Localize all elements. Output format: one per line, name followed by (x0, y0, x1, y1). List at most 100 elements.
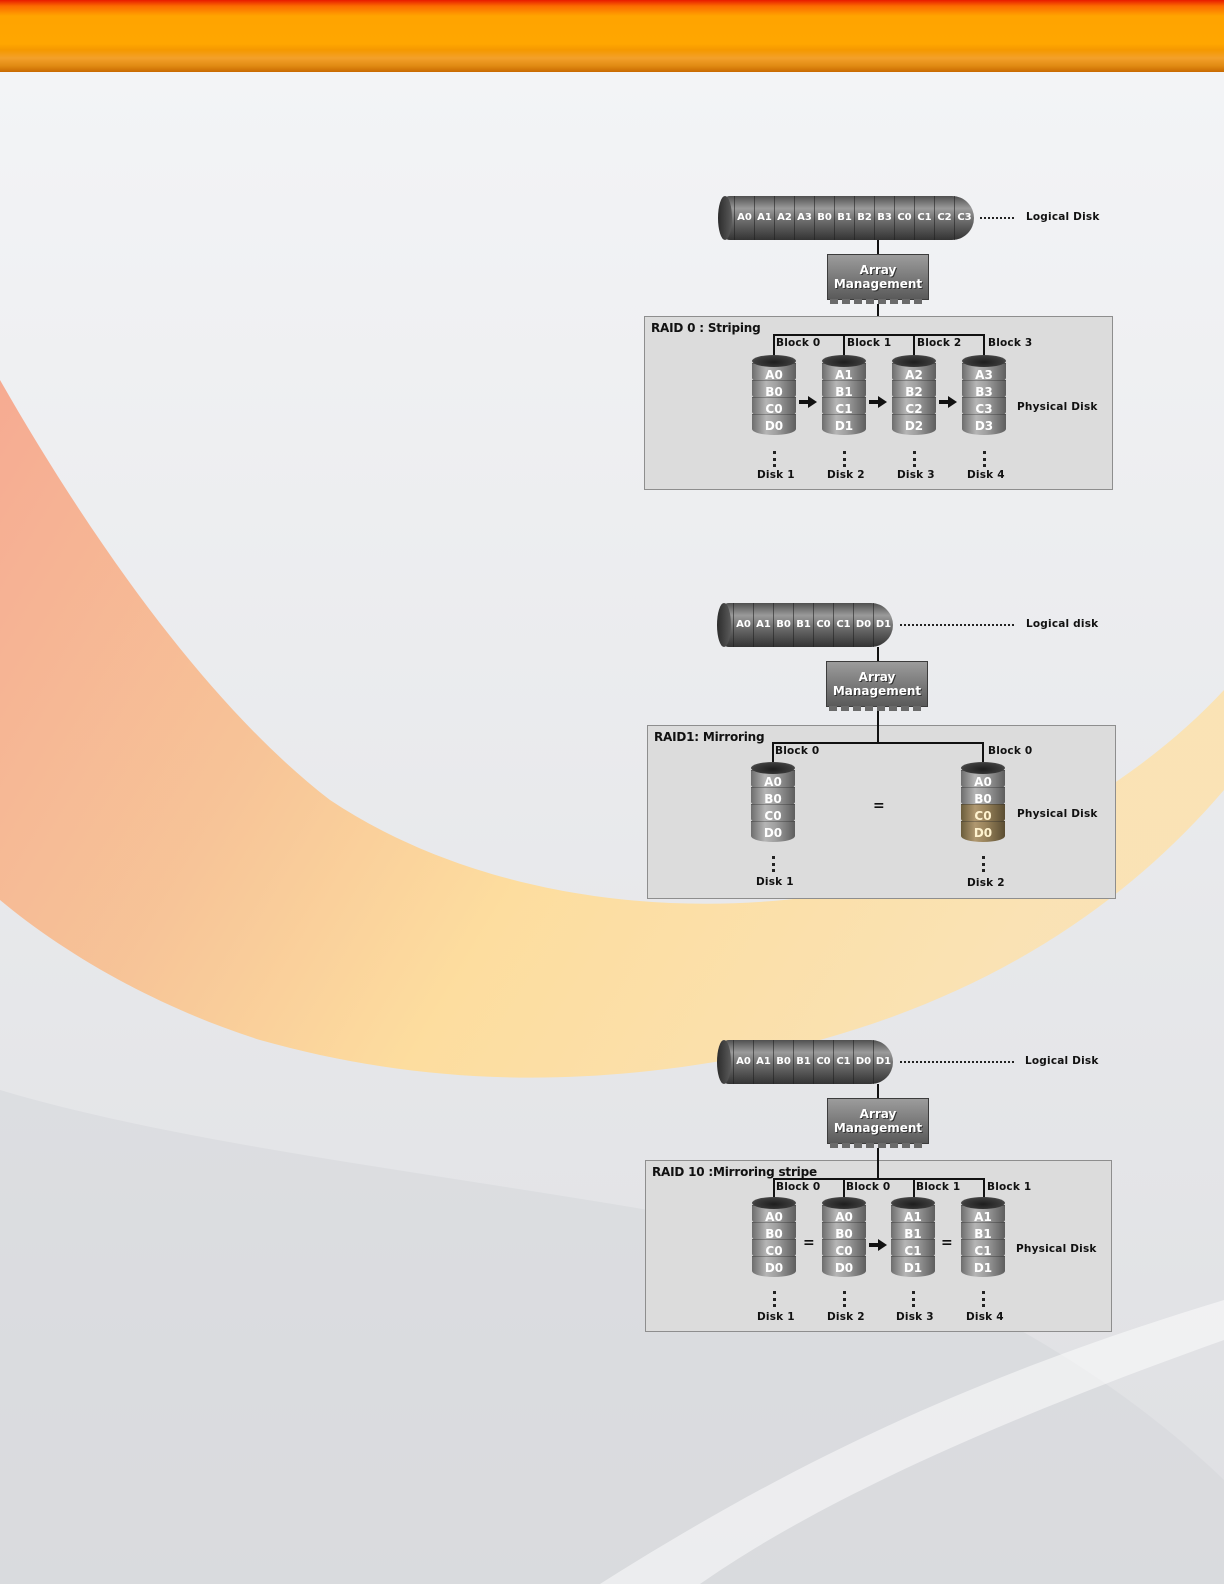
raid10-disk-4-name: Disk 4 (966, 1311, 1004, 1323)
raid10-equals-2: = (941, 1235, 953, 1251)
raid0-array-pins (830, 299, 926, 304)
raid10-block-1: Block 0 (776, 1181, 821, 1193)
disk-platter: D0 (752, 414, 796, 435)
raid1-drop-1 (772, 742, 774, 762)
disk-top (961, 762, 1005, 774)
disk-platter: C1 (822, 397, 866, 418)
raid1-physical-label: Physical Disk (1017, 808, 1098, 820)
raid0-arrow-1-stem (799, 400, 809, 404)
raid10-equals-1: = (803, 1235, 815, 1251)
disk-platter: D1 (891, 1256, 935, 1277)
raid1-array-pins (829, 706, 925, 711)
raid1-bus (772, 742, 984, 744)
raid10-arrow (878, 1239, 887, 1251)
raid0-logical-leader (980, 217, 1014, 219)
raid10-disk-3-name: Disk 3 (896, 1311, 934, 1323)
disk-platter: A0 (752, 363, 796, 384)
raid10-logical-label: Logical Disk (1025, 1055, 1099, 1067)
raid0-dots-4 (983, 451, 986, 467)
disk-platter: C0 (752, 397, 796, 418)
raid1-box: RAID1: Mirroring (647, 725, 1116, 899)
disk-platter: D0 (752, 1256, 796, 1277)
raid1-connector-top (877, 647, 879, 661)
top-banner (0, 0, 1224, 72)
raid10-arrow-stem (869, 1243, 879, 1247)
disk-platter: C1 (891, 1239, 935, 1260)
raid10-logical-leader (900, 1061, 1014, 1063)
raid1-logical-leader (900, 624, 1014, 626)
logical-segment: D1 (873, 603, 893, 647)
disk-platter: D2 (892, 414, 936, 435)
raid1-block-2: Block 0 (988, 745, 1033, 757)
raid0-dots-3 (913, 451, 916, 467)
logical-segment: C0 (813, 1040, 833, 1084)
disk-platter: D1 (961, 1256, 1005, 1277)
logical-segment: A3 (794, 196, 814, 240)
raid10-drop-1 (773, 1178, 775, 1198)
logical-segment: C0 (894, 196, 914, 240)
logical-segment: A1 (753, 603, 773, 647)
logical-segment: B0 (814, 196, 834, 240)
logical-segment: A0 (733, 603, 753, 647)
disk-platter: A2 (892, 363, 936, 384)
raid1-dots-2 (982, 856, 985, 872)
disk-platter: B0 (752, 380, 796, 401)
raid0-dots-1 (773, 451, 776, 467)
raid0-dots-2 (843, 451, 846, 467)
disk-top (961, 1197, 1005, 1209)
raid10-block-2: Block 0 (846, 1181, 891, 1193)
disk-top (752, 355, 796, 367)
raid10-connector-mid (877, 1148, 879, 1179)
disk-top (752, 1197, 796, 1209)
raid0-block-3: Block 2 (917, 337, 962, 349)
raid1-array-management: Array Management (826, 661, 928, 711)
raid10-title: RAID 10 :Mirroring stripe (652, 1165, 817, 1179)
disk-platter: C0 (751, 804, 795, 825)
logical-segment: B3 (874, 196, 894, 240)
raid1-logical-label: Logical disk (1026, 618, 1099, 630)
raid10-dots-1 (773, 1291, 776, 1307)
raid1-equals: = (873, 798, 885, 814)
logical-segment: C1 (914, 196, 934, 240)
disk-platter: D1 (822, 414, 866, 435)
raid10-array-pins (830, 1143, 926, 1148)
disk-platter: B0 (822, 1222, 866, 1243)
raid1-title: RAID1: Mirroring (654, 730, 765, 744)
raid0-drop-2 (843, 334, 845, 356)
logical-segment: A0 (733, 1040, 753, 1084)
raid10-block-3: Block 1 (916, 1181, 961, 1193)
raid1-block-1: Block 0 (775, 745, 820, 757)
disk-platter: C3 (962, 397, 1006, 418)
logical-segment: B1 (793, 1040, 813, 1084)
raid10-dots-2 (843, 1291, 846, 1307)
disk-platter: C1 (961, 1239, 1005, 1260)
raid10-array-management: Array Management (827, 1098, 929, 1148)
disk-platter: C0 (961, 804, 1005, 825)
logical-segment: C2 (934, 196, 954, 240)
logical-segment: A0 (734, 196, 754, 240)
raid10-disk-1-name: Disk 1 (757, 1311, 795, 1323)
logical-segment: D0 (853, 1040, 873, 1084)
disk-platter: C0 (752, 1239, 796, 1260)
raid0-disk-1-name: Disk 1 (757, 469, 795, 481)
disk-platter: A0 (752, 1205, 796, 1226)
disk-top (962, 355, 1006, 367)
raid1-dots-1 (772, 856, 775, 872)
logical-segment: A1 (754, 196, 774, 240)
raid1-drop-2 (982, 742, 984, 762)
disk-platter: B0 (752, 1222, 796, 1243)
disk-platter: B0 (961, 787, 1005, 808)
disk-platter: B1 (961, 1222, 1005, 1243)
raid1-disk-1-name: Disk 1 (756, 876, 794, 888)
raid0-block-4: Block 3 (988, 337, 1033, 349)
disk-platter: B1 (822, 380, 866, 401)
